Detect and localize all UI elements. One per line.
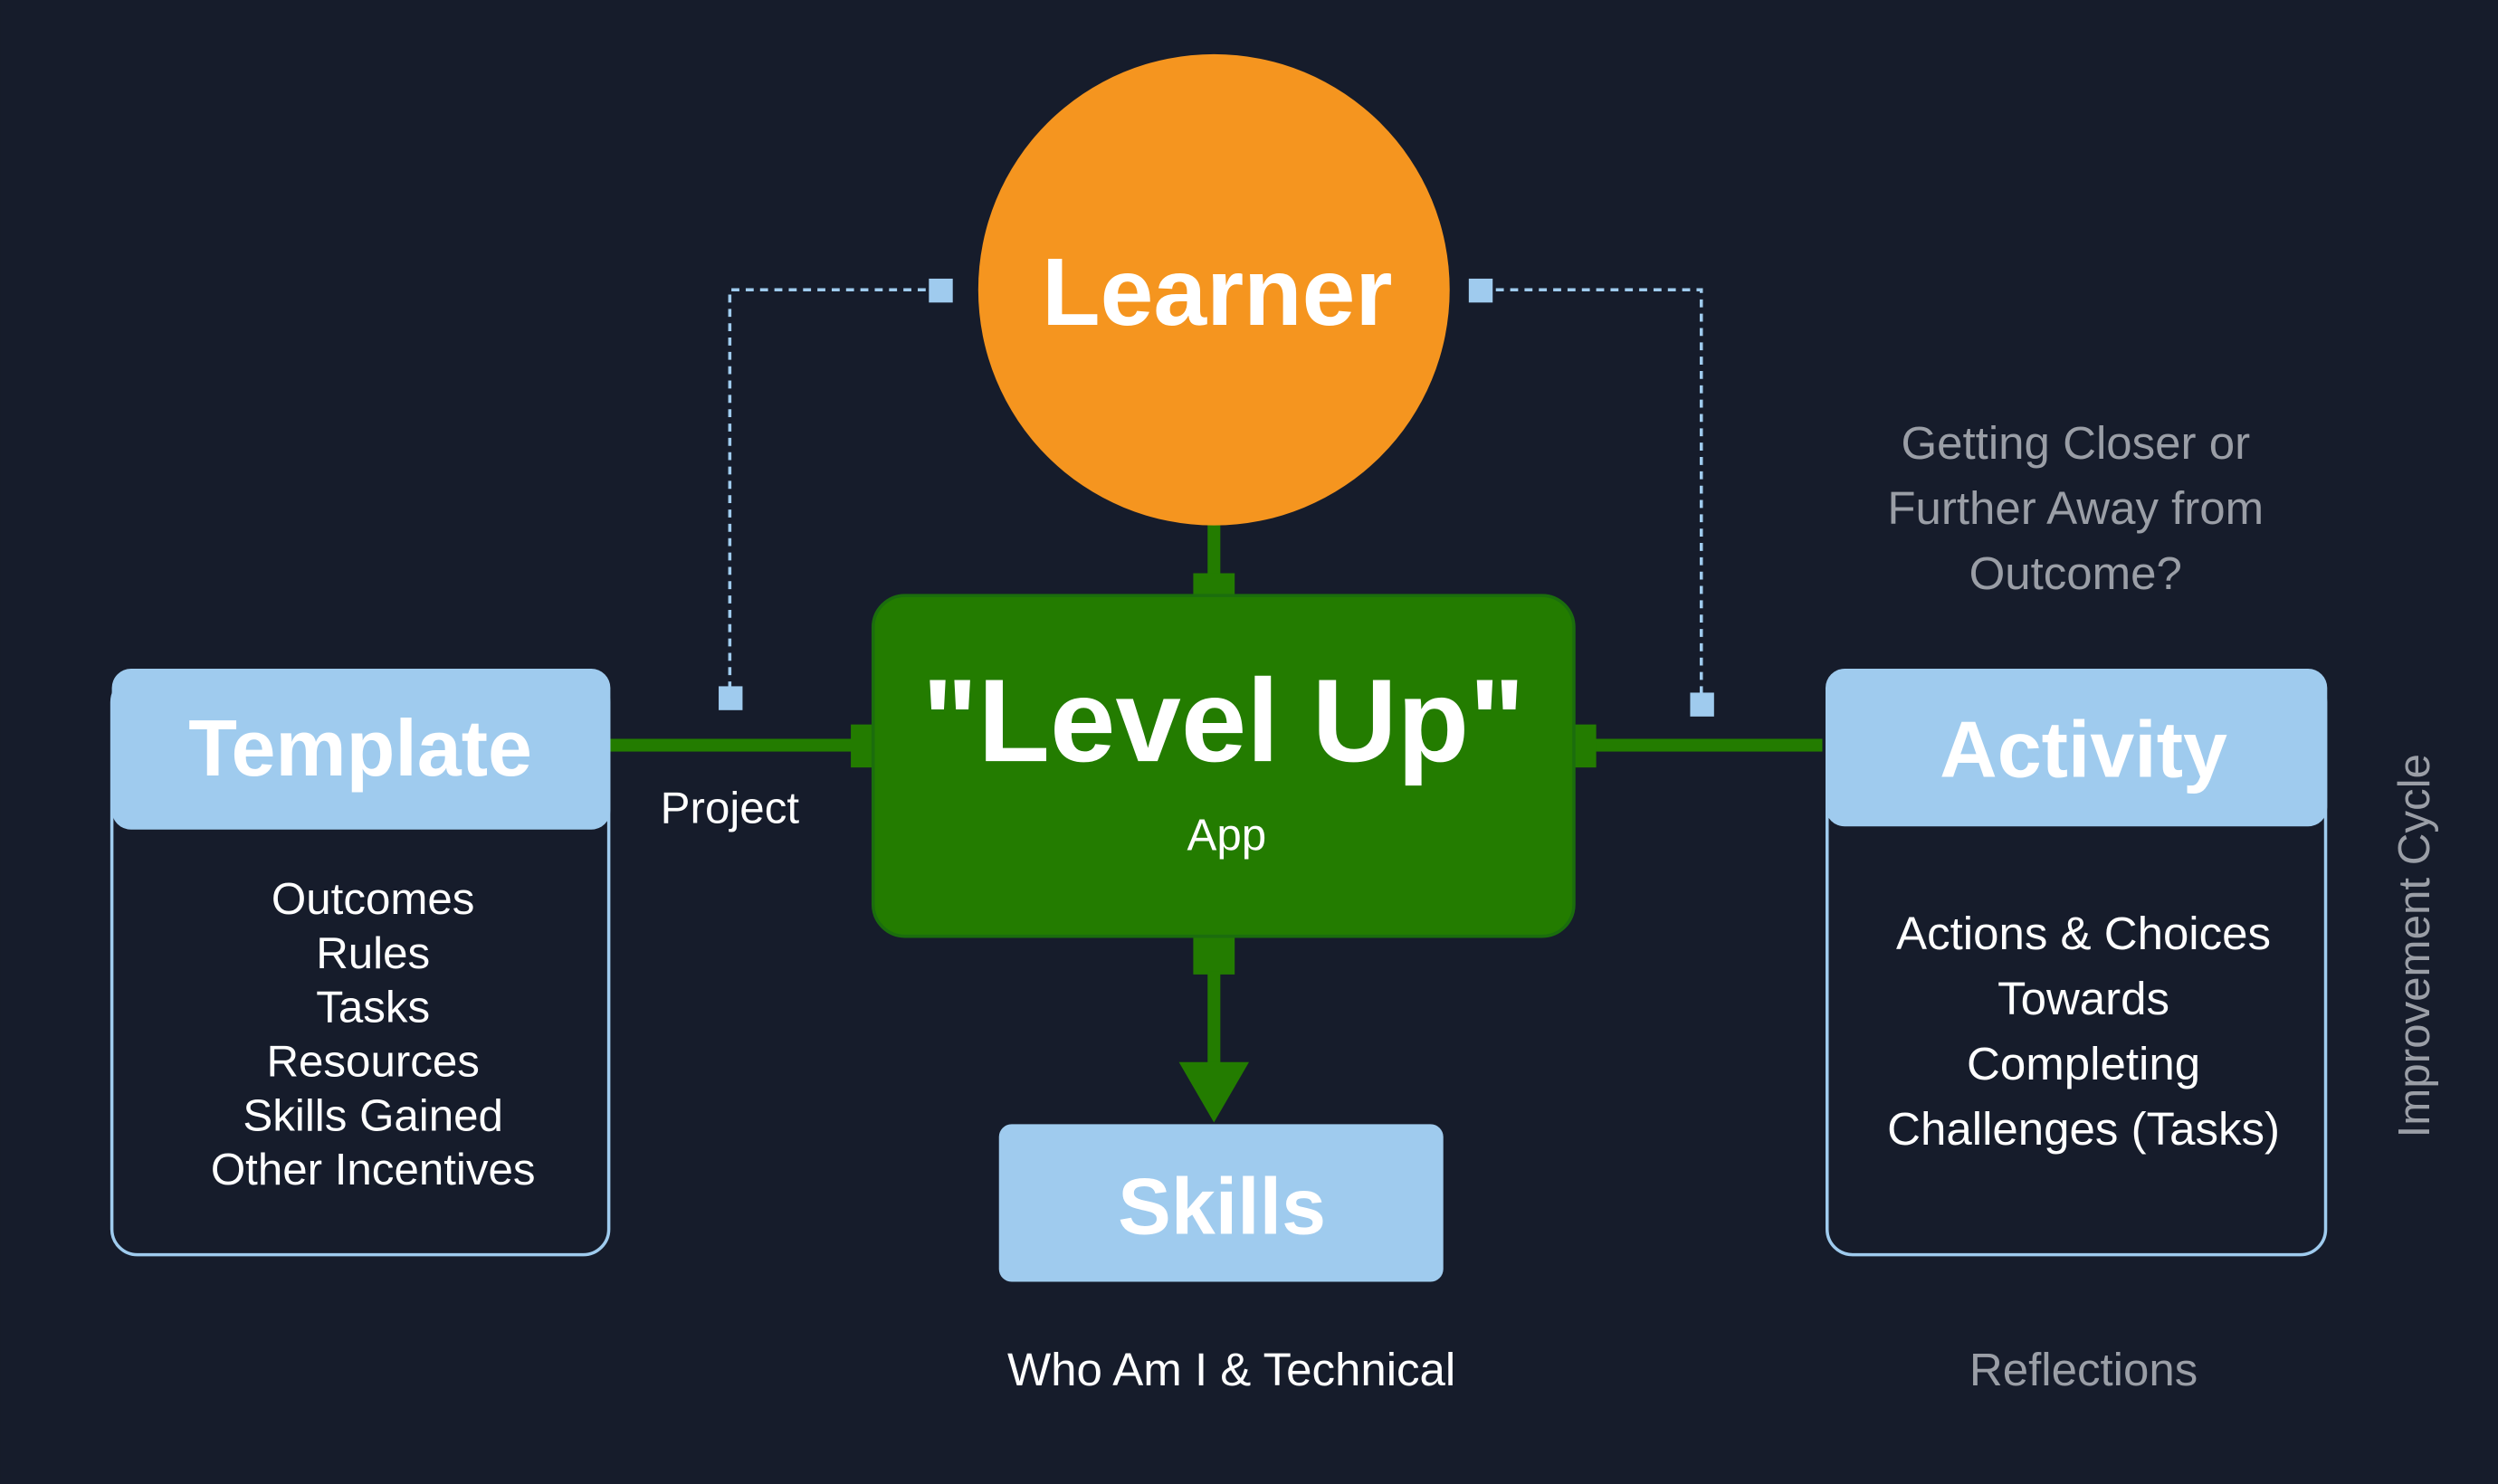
app-subtitle: App [1187, 811, 1267, 861]
app-node[interactable]: "Level Up" App [871, 594, 1576, 938]
reflections-label: Reflections [1969, 1344, 2198, 1395]
outcome-question: Getting Closer or Further Away from Outc… [1887, 417, 2264, 599]
connector-handle [719, 686, 743, 710]
template-item: Resources [266, 1037, 479, 1087]
template-node[interactable]: Template Outcomes Rules Tasks Resources … [110, 669, 611, 1257]
template-header [111, 669, 611, 830]
template-item: Rules [316, 928, 430, 978]
project-label: Project [661, 784, 800, 833]
skills-caption: Who Am I & Technical [1007, 1344, 1455, 1395]
connector-handle [929, 278, 953, 303]
activity-node[interactable]: Activity Actions & Choices Towards Compl… [1825, 669, 2328, 1257]
arrow-down-icon [1178, 1061, 1249, 1123]
app-to-activity-line [1593, 738, 1823, 752]
template-item: Tasks [316, 983, 430, 1032]
template-item: Skills Gained [243, 1090, 503, 1140]
app-to-skills-line [1207, 971, 1221, 1067]
template-item: Other Incentives [211, 1145, 536, 1194]
activity-line: Challenges (Tasks) [1887, 1103, 2280, 1155]
activity-header [1825, 669, 2328, 827]
activity-line: Completing [1967, 1038, 2200, 1089]
activity-title: Activity [1940, 705, 2227, 794]
skills-title: Skills [1118, 1162, 1326, 1251]
outcome-question-line: Outcome? [1969, 547, 2182, 599]
template-item: Outcomes [272, 874, 475, 924]
template-title: Template [188, 703, 532, 793]
outcome-question-line: Further Away from [1887, 482, 2264, 534]
activity-line: Towards [1997, 973, 2169, 1024]
connector-handle [1690, 692, 1714, 717]
app-bottom-port [1193, 931, 1235, 975]
app-title: "Level Up" [922, 654, 1525, 786]
learner-to-app-line [1207, 517, 1221, 582]
connector-handle [1468, 278, 1493, 303]
improvement-cycle-label: Improvement Cycle [2389, 754, 2439, 1137]
template-to-app-line [608, 738, 856, 752]
feedback-connector-right [1468, 278, 1714, 717]
outcome-question-line: Getting Closer or [1901, 417, 2250, 469]
activity-line: Actions & Choices [1896, 908, 2271, 959]
learner-label: Learner [1042, 239, 1392, 346]
feedback-connector-left [719, 278, 953, 710]
learner-node[interactable]: Learner [977, 53, 1450, 526]
skills-node[interactable]: Skills [998, 1124, 1444, 1282]
